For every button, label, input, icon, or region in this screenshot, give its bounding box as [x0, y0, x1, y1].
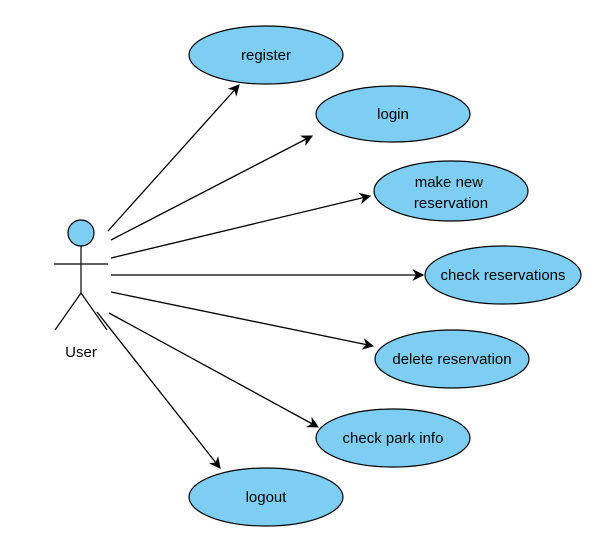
use-case-make-new-reservation: make new reservation: [373, 160, 529, 222]
actor-user: User: [54, 219, 108, 361]
use-case-delete-reservation: delete reservation: [374, 329, 530, 389]
actor-label: User: [65, 344, 97, 361]
use-case-login: login: [315, 85, 471, 143]
use-case-label: check reservations: [440, 267, 565, 284]
actor-right-leg: [80, 292, 108, 331]
use-case-ellipse: [374, 329, 530, 389]
use-case-ellipse: [188, 25, 344, 85]
association-make-new-reservation: [110, 192, 372, 259]
use-case-label-line: login: [377, 106, 409, 123]
use-case-ellipse: [424, 245, 582, 305]
use-case-label-line: reservation: [414, 195, 488, 212]
use-case-ellipse: [188, 467, 344, 527]
association-register: [107, 84, 240, 232]
use-case-check-park-info: check park info: [315, 408, 471, 468]
use-case-label-line: logout: [246, 489, 288, 506]
use-case-ellipse: [315, 408, 471, 468]
use-case-label: make new reservation: [414, 174, 488, 212]
use-case-check-reservations: check reservations: [424, 245, 582, 305]
use-case-label: register: [241, 47, 291, 64]
association-check-park-info: [108, 312, 320, 428]
use-case-label: delete reservation: [392, 351, 511, 368]
use-case-label-line: delete reservation: [392, 351, 511, 368]
actor-head: [67, 219, 95, 247]
use-case-label: logout: [246, 489, 288, 506]
use-case-logout: logout: [188, 467, 344, 527]
association-delete-reservation: [110, 291, 375, 350]
use-case-label-line: check park info: [343, 430, 444, 447]
use-case-ellipse: [373, 160, 529, 222]
association-login: [110, 135, 314, 241]
actor-left-leg: [54, 292, 82, 331]
use-case-label: check park info: [343, 430, 444, 447]
use-case-label-line: check reservations: [440, 267, 565, 284]
use-case-register: register: [188, 25, 344, 85]
use-case-label: login: [377, 106, 409, 123]
use-case-ellipse: [315, 85, 471, 143]
use-case-label-line: make new: [415, 174, 484, 191]
association-logout: [96, 311, 221, 469]
associations: [96, 84, 425, 469]
use-case-label-line: register: [241, 47, 291, 64]
